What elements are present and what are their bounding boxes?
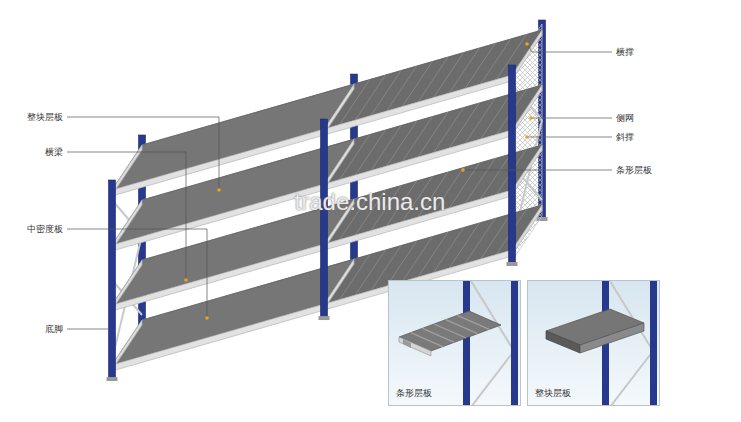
end-beam	[324, 259, 354, 309]
upright-post	[650, 281, 657, 406]
leader-dot	[525, 42, 529, 46]
end-beam	[512, 205, 542, 255]
leader-line	[531, 118, 612, 119]
base-foot	[319, 316, 330, 320]
end-beam	[324, 84, 354, 134]
end-beam	[112, 320, 142, 370]
leader-dot	[217, 188, 221, 192]
leader-dot	[205, 316, 209, 320]
front-beam	[112, 244, 324, 311]
inset-illustration	[389, 281, 521, 406]
detail-inset: 条形层板	[388, 280, 521, 406]
end-beam	[112, 200, 142, 250]
upright-post	[109, 180, 116, 380]
watermark: trade.china.cn	[295, 188, 446, 217]
detail-inset: 整块层板	[527, 280, 660, 406]
shelf-strip	[457, 315, 489, 329]
diagonal-brace	[471, 351, 514, 406]
part-label: 底脚	[45, 324, 63, 335]
part-label: 条形层板	[616, 165, 652, 176]
leader-dot	[529, 116, 533, 120]
front-beam	[324, 130, 512, 190]
part-label: 斜撑	[616, 132, 634, 143]
leader-dot	[184, 278, 188, 282]
part-label: 横撑	[616, 47, 634, 58]
front-beam	[112, 184, 324, 251]
part-label: 横梁	[45, 147, 63, 158]
leader-dot	[525, 135, 529, 139]
part-label: 中密度板	[27, 224, 63, 235]
end-beam	[112, 260, 142, 310]
front-beam	[324, 75, 512, 135]
part-label: 整块层板	[27, 112, 63, 123]
end-beam	[512, 85, 542, 135]
upright-post	[509, 65, 516, 265]
inset-caption: 整块层板	[535, 388, 571, 399]
shelf-edge	[580, 323, 644, 353]
upright-post	[511, 281, 518, 406]
leader-line	[67, 229, 207, 318]
base-foot	[507, 262, 518, 266]
inset-caption: 条形层板	[396, 388, 432, 399]
diagonal-brace	[610, 351, 653, 406]
part-label: 侧网	[616, 113, 634, 124]
front-beam	[112, 129, 324, 196]
front-beam	[112, 304, 324, 371]
leader-dot	[461, 168, 465, 172]
leader-line	[463, 170, 612, 171]
shelf-lip	[399, 337, 431, 356]
leader-line	[67, 329, 108, 330]
end-beam	[324, 139, 354, 189]
upright-post	[463, 281, 470, 406]
upright-post	[321, 119, 328, 319]
rack	[107, 20, 548, 381]
inset-illustration	[528, 281, 660, 406]
leader-line	[527, 137, 612, 138]
leader-line	[67, 117, 219, 190]
shelf-edge	[546, 331, 580, 353]
leader-line	[527, 44, 612, 52]
shelf-lip	[403, 339, 411, 348]
leader-line	[67, 152, 186, 280]
base-foot	[107, 377, 118, 381]
end-beam	[512, 30, 542, 80]
end-beam	[112, 145, 142, 195]
